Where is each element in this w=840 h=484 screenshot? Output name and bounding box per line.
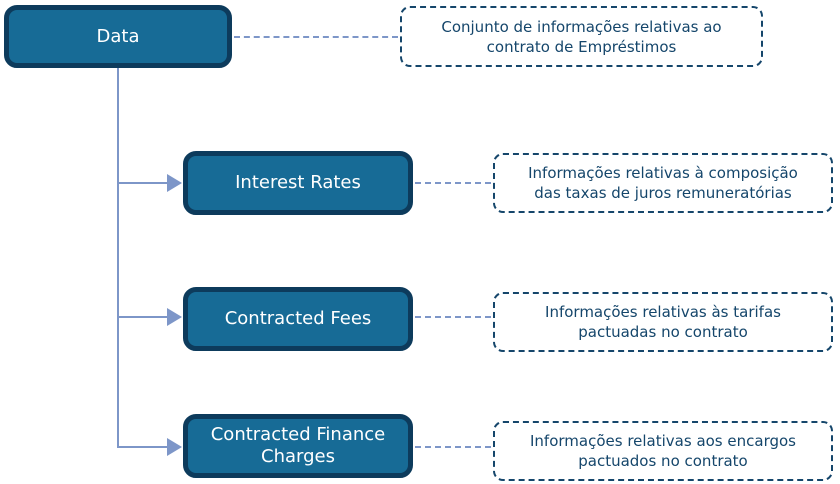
note-interest-rates-line-1: Informações relativas à composição <box>528 164 798 182</box>
node-interest-rates: Interest Rates <box>183 151 413 215</box>
note-data: Conjunto de informações relativas ao con… <box>400 6 763 67</box>
dashed-link-data-note <box>234 36 398 38</box>
dashed-link-interest-rates-note <box>415 182 491 184</box>
node-contracted-finance-charges-label: Contracted Finance Charges <box>210 424 386 467</box>
node-contracted-fees: Contracted Fees <box>183 287 413 351</box>
arrow-right-icon <box>167 174 182 192</box>
dashed-link-contracted-finance-charges-note <box>415 446 491 448</box>
note-contracted-fees-line-2: pactuadas no contrato <box>578 323 748 341</box>
node-data: Data <box>4 5 232 68</box>
dashed-link-contracted-fees-note <box>415 316 491 318</box>
branch-line-interest-rates <box>118 182 168 184</box>
note-contracted-finance-charges: Informações relativas aos encargos pactu… <box>493 421 833 481</box>
note-data-line-2: contrato de Empréstimos <box>486 37 677 56</box>
note-contracted-finance-charges-line-1: Informações relativas aos encargos <box>529 432 796 450</box>
branch-line-contracted-fees <box>118 316 168 318</box>
node-contracted-finance-charges: Contracted Finance Charges <box>183 414 413 478</box>
node-interest-rates-label: Interest Rates <box>235 172 361 193</box>
tree-vertical-connector <box>117 68 119 448</box>
note-contracted-fees-line-1: Informações relativas às tarifas <box>545 303 781 321</box>
note-data-line-1: Conjunto de informações relativas ao <box>441 17 722 36</box>
note-contracted-fees: Informações relativas às tarifas pactuad… <box>493 292 833 352</box>
arrow-right-icon <box>167 308 182 326</box>
arrow-right-icon <box>167 438 182 456</box>
branch-line-contracted-finance-charges <box>118 446 168 448</box>
note-contracted-finance-charges-line-2: pactuados no contrato <box>578 452 748 470</box>
node-data-label: Data <box>96 25 140 47</box>
note-interest-rates: Informações relativas à composição das t… <box>493 153 833 213</box>
note-interest-rates-line-2: das taxas de juros remuneratórias <box>534 184 792 202</box>
node-contracted-fees-label: Contracted Fees <box>224 308 372 329</box>
